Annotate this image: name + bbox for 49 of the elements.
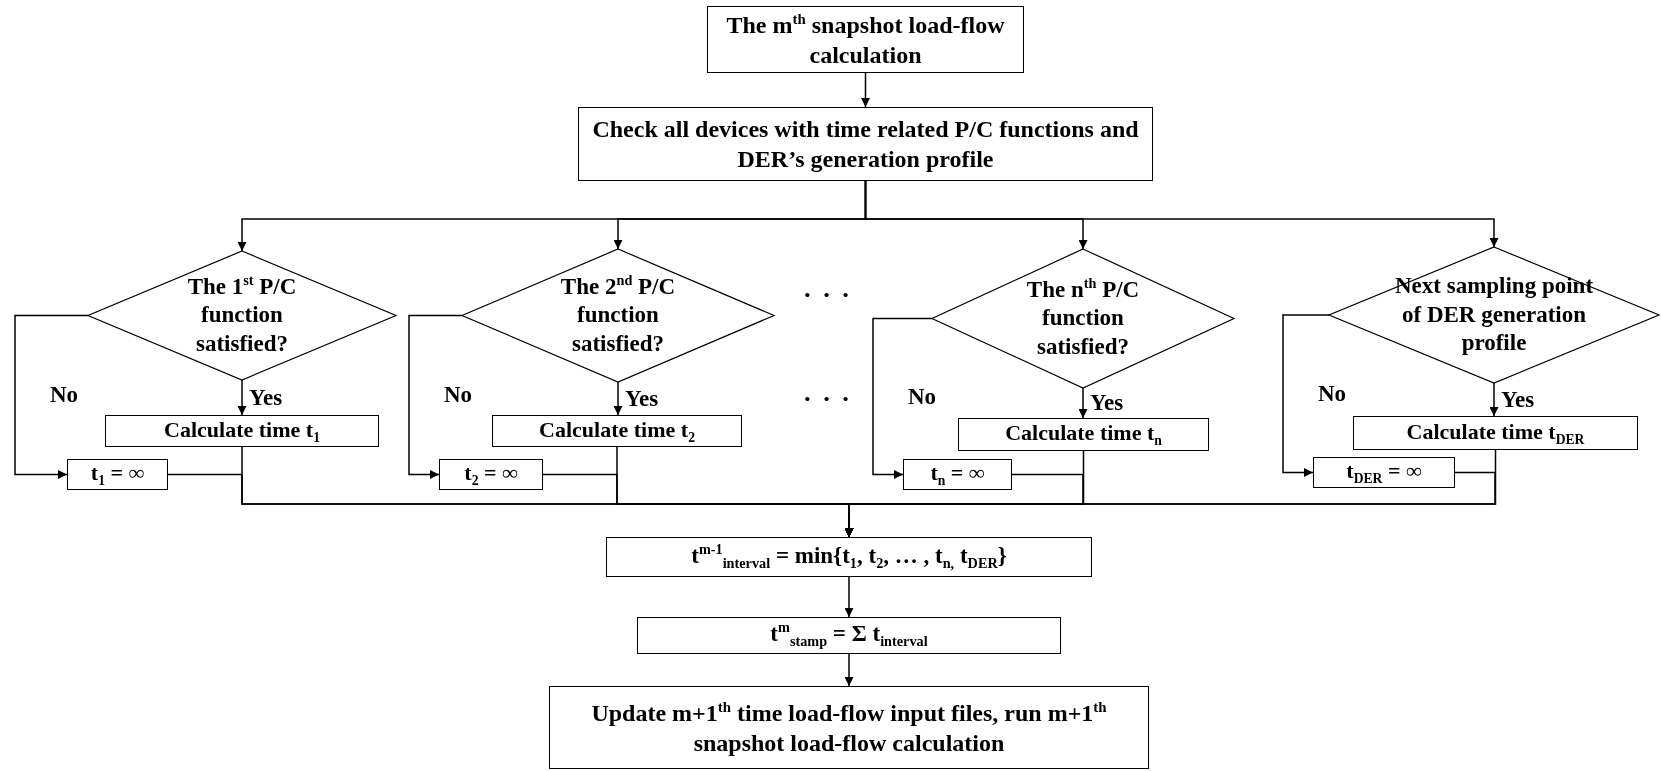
ellipsis-label: · · · [803,280,852,310]
process-box [578,107,1153,181]
arrow [613,381,623,416]
node-text: t$^{m-1}$$_{interval}$ = min{t$_{1}$, t$_{2}$, … , t$_{n,}$ t$_{DER}$} [691,540,1007,574]
arrow [408,314,463,479]
process-box [958,418,1209,451]
arrow [844,576,854,618]
node-text: Calculate time t$_{2}$ [539,415,695,447]
process-box [903,459,1012,490]
process-box [637,617,1061,654]
node-text: t$^{m}$$_{stamp}$ = Σ t$_{interval}$ [770,619,928,652]
node-text: Calculate time t$_{DER}$ [1406,417,1585,449]
node-text: Calculate time t$_{1}$ [164,415,320,447]
arrow [14,314,89,479]
arrow [861,72,870,108]
decision-diamond [88,251,396,380]
node-text: Calculate time t$_{n}$ [1005,419,1162,450]
process-box [105,415,379,447]
process-box [549,686,1149,769]
arrow [1489,382,1499,417]
process-box [67,459,168,490]
node-text: The m$^{th}$ snapshot load-flow calculation [725,9,1006,70]
node-text: t$_{1}$ = ∞ [90,459,145,490]
ellipsis-label: · · · [803,384,852,414]
arrow [1282,314,1330,477]
arrow [844,471,1496,538]
process-box [439,459,543,490]
node-text: Check all devices with time related P/C functions and DER’s generation profile [591,115,1140,174]
decision-diamond [462,249,774,382]
process-box [606,537,1092,577]
node-text: The 1$^{st}$ P/C function satisfied? [186,272,298,359]
node-text: Next sampling point of DER generation profile [1393,271,1595,358]
process-box [1313,457,1455,488]
decision-diamond [1329,247,1659,383]
node-text: t$_{DER}$ = ∞ [1346,457,1422,488]
arrow [237,379,247,416]
node-text: Update m+1$^{th}$ time load-flow input files, run m+1$^{th}$ snapshot load-flow calculation [590,697,1108,758]
arrow [872,317,933,479]
node-text: t$_{n}$ = ∞ [930,459,985,490]
process-box [492,415,742,447]
node-text: t$_{2}$ = ∞ [464,459,518,490]
arrow [864,180,1499,248]
arrow [844,653,854,687]
node-text: The n$^{th}$ P/C function satisfied? [1025,275,1141,362]
node-text: The 2$^{nd}$ P/C function satisfied? [559,272,677,359]
arrow [1078,387,1088,419]
decision-diamond [932,249,1234,388]
process-box [707,6,1024,73]
process-box [1353,416,1638,450]
